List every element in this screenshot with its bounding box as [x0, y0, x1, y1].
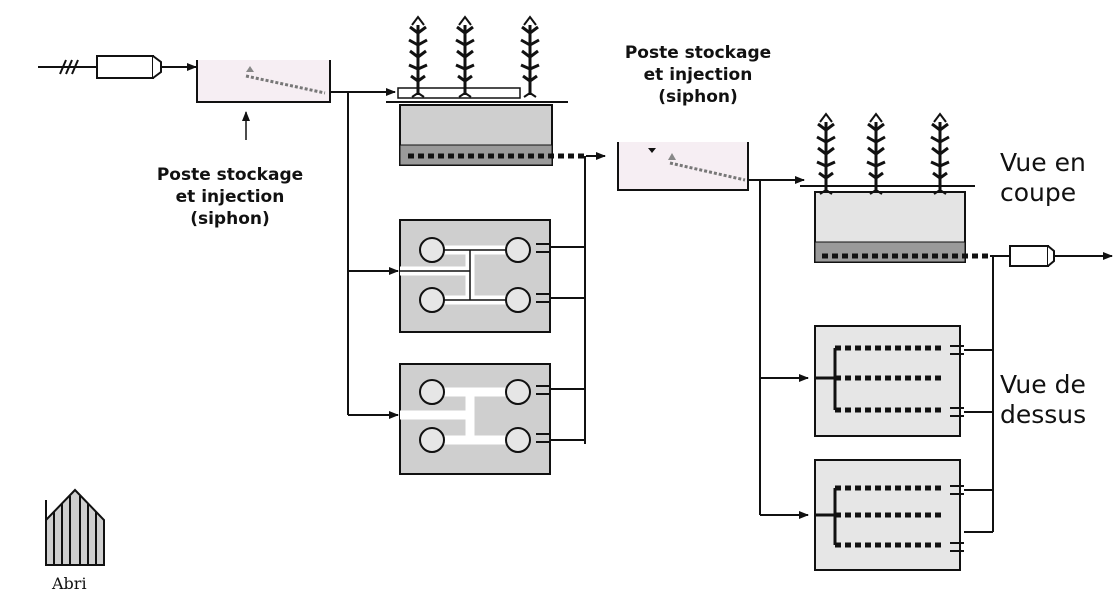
- distribution-pipes-1: [330, 88, 399, 419]
- storage-tank-2: [617, 142, 749, 191]
- storage-tank-1: [196, 60, 331, 103]
- section-basin-1: [386, 15, 586, 166]
- storage-label-1: Poste stockage et injection (siphon): [156, 165, 304, 229]
- top-view-basin-1a: [399, 219, 551, 333]
- shelter-label: Abri: [52, 574, 87, 593]
- storage-label-2: Poste stockage et injection (siphon): [624, 43, 772, 107]
- top-view-basin-1b: [399, 363, 551, 475]
- collector-pipes-2: [964, 255, 1000, 533]
- inlet-pipe: [38, 59, 97, 75]
- top-view-label: Vue de dessus: [1000, 370, 1087, 429]
- shelter-icon: [45, 488, 105, 566]
- collector-pipes-1: [550, 156, 586, 444]
- outlet-unit: [1000, 245, 1113, 267]
- pretreatment-unit: [96, 55, 162, 79]
- top-view-basin-2b: [814, 459, 964, 571]
- section-view-label: Vue en coupe: [1000, 148, 1086, 207]
- section-basin-2: [800, 112, 990, 263]
- top-view-basin-2a: [814, 325, 964, 437]
- distribution-pipes-2: [748, 176, 809, 519]
